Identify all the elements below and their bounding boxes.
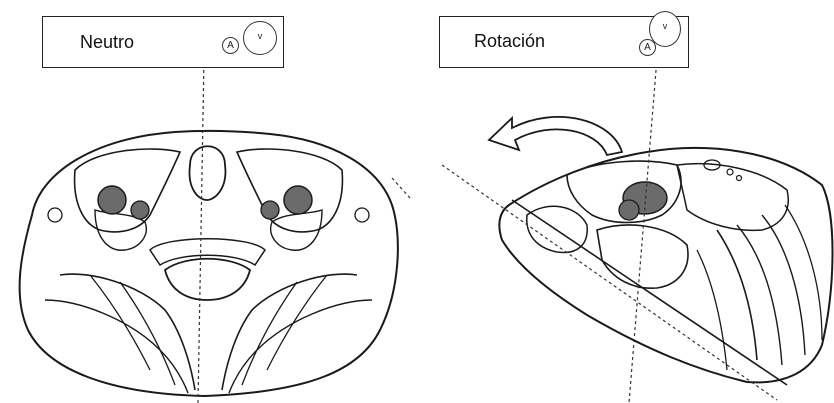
- vein-circle: V: [243, 21, 277, 55]
- artery-letter: A: [227, 40, 234, 51]
- panel-rotacion: Rotación A V: [417, 0, 834, 403]
- vein-letter: V: [258, 31, 263, 41]
- left-carotid-artery: [131, 201, 149, 219]
- right-carotid-artery: [261, 201, 279, 219]
- midline-dashed: [629, 58, 657, 403]
- panel-neutro: Neutro A V: [0, 0, 417, 403]
- label-neutro: Neutro: [80, 32, 134, 53]
- vein-circle: V: [649, 11, 681, 47]
- left-jugular-vein: [98, 186, 126, 214]
- carotid-artery-rotated: [619, 200, 639, 220]
- midline-dashed: [198, 58, 204, 403]
- vein-letter: V: [663, 21, 668, 31]
- right-jugular-vein: [284, 186, 312, 214]
- rotation-arrow: [489, 117, 622, 155]
- artery-letter: A: [644, 42, 651, 53]
- label-rotacion: Rotación: [474, 31, 545, 52]
- artery-circle: A: [222, 37, 239, 54]
